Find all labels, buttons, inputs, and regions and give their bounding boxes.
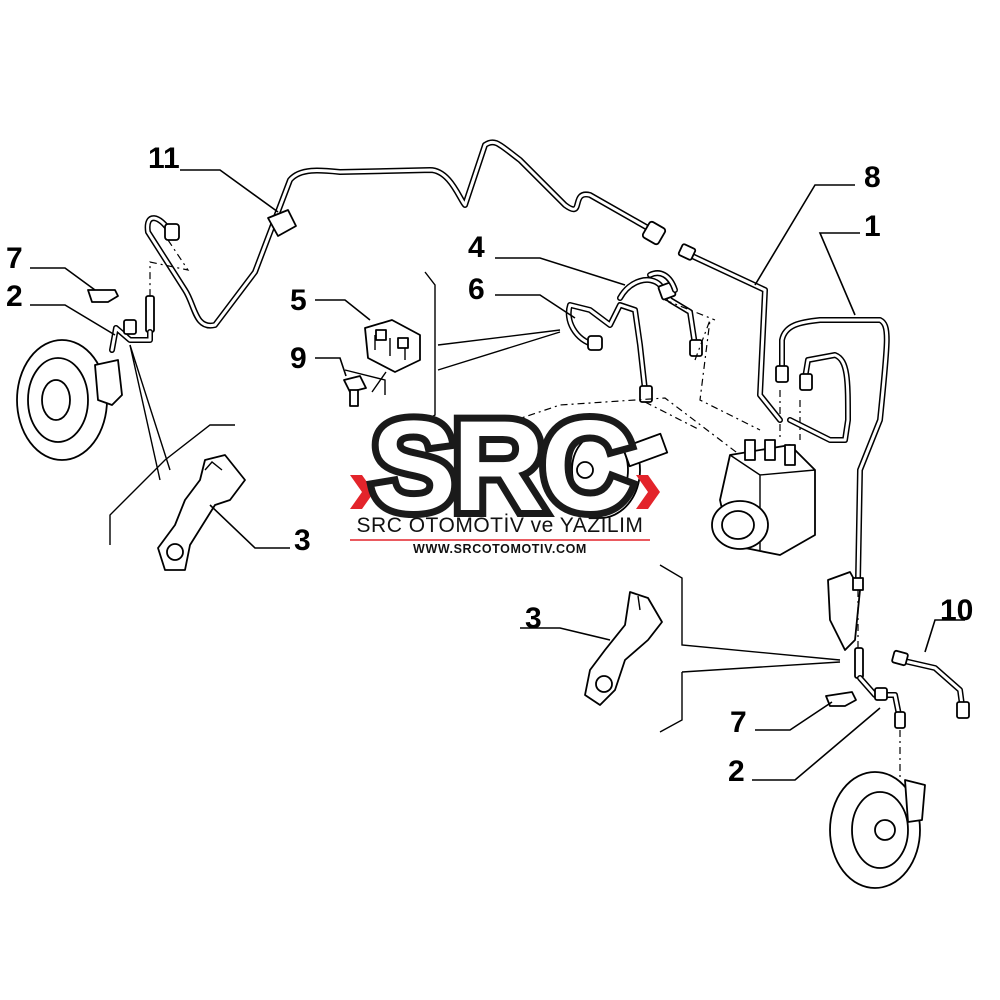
- abs-unit: [711, 439, 816, 556]
- watermark-brand: SRC: [371, 395, 630, 538]
- watermark-chevron-right: [636, 475, 660, 509]
- callout-6: 6: [468, 273, 485, 306]
- bracket-line-4-6: [419, 271, 561, 426]
- bolt-9: [343, 375, 367, 407]
- front-right-assembly: [825, 571, 926, 889]
- brake-pipe-10: [891, 649, 970, 719]
- callout-8: 8: [864, 161, 881, 194]
- callout-9: 9: [290, 342, 307, 375]
- watermark-logo: SRC SRC OTOMOTİV ve YAZILIM WWW.SRCOTOMO…: [350, 388, 660, 556]
- watermark-chevron-left: [350, 475, 374, 509]
- callout-3-right: 3: [525, 602, 542, 635]
- brake-pipe-4: [617, 270, 703, 357]
- bracket-3-right: [584, 591, 663, 706]
- callout-7-left: 7: [6, 242, 23, 275]
- dash-connections: [479, 299, 801, 456]
- brake-pipe-11: [144, 139, 667, 329]
- callout-5: 5: [290, 284, 307, 317]
- front-left-assembly: [16, 239, 235, 545]
- brake-pipe-8: [677, 243, 783, 423]
- brake-pipe-6: [565, 302, 653, 403]
- leader-lines: [30, 169, 965, 781]
- callout-2-left: 2: [6, 280, 23, 313]
- bracket-line-right: [659, 564, 841, 733]
- callout-3-left: 3: [294, 524, 311, 557]
- callout-7-right: 7: [730, 706, 747, 739]
- callout-1: 1: [864, 210, 881, 243]
- brake-booster: [559, 421, 669, 519]
- callout-4: 4: [468, 231, 485, 264]
- watermark-url: WWW.SRCOTOMOTIV.COM: [413, 542, 587, 556]
- bracket-line-5-9: [344, 369, 387, 395]
- bracket-3-left: [157, 454, 246, 571]
- callout-2-right: 2: [728, 755, 745, 788]
- watermark-company: SRC OTOMOTİV ve YAZILIM: [357, 514, 644, 537]
- brake-pipe-1: [775, 317, 890, 583]
- clip-5: [364, 319, 421, 373]
- callout-10: 10: [940, 594, 973, 627]
- callout-11: 11: [148, 142, 180, 175]
